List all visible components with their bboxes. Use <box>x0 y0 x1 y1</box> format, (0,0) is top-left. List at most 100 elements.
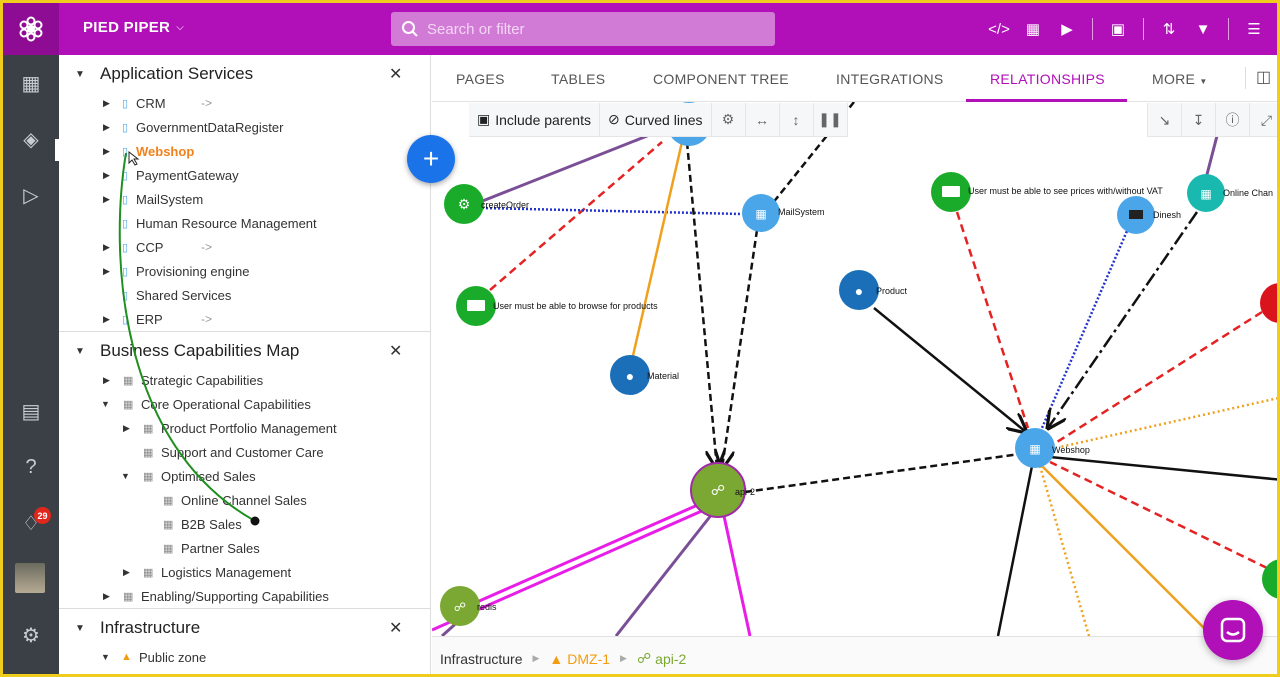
app-icon: ▯ <box>122 121 129 134</box>
edge <box>1038 465 1091 636</box>
node-create-order[interactable]: ⚙ createOrder <box>444 184 529 224</box>
relationship-graph[interactable]: ⚙ createOrder ▦ MailSystem User must be … <box>432 102 1280 636</box>
settings-gear-icon[interactable]: ⚙ <box>22 624 40 647</box>
caret-right-icon[interactable]: ▶ <box>123 422 130 433</box>
chevron-down-icon: ⌵ <box>176 22 185 33</box>
flower-logo-icon <box>19 16 43 42</box>
workspace-selector[interactable]: PIED PIPER ⌵ <box>83 19 184 36</box>
app-icon: ▯ <box>122 241 129 254</box>
caret-right-icon[interactable]: ▶ <box>103 121 110 132</box>
tab-integrations[interactable]: INTEGRATIONS <box>836 71 944 87</box>
section-header-application-services[interactable]: ▼ Application Services ✕ <box>59 57 430 91</box>
section-header-infrastructure[interactable]: ▼ Infrastructure ✕ <box>59 611 430 645</box>
caret-right-icon[interactable]: ▶ <box>103 145 110 156</box>
caret-right-icon[interactable]: ▶ <box>103 265 110 276</box>
caret-right-icon[interactable]: ▶ <box>103 193 110 204</box>
hierarchy-icon[interactable]: ⚙ <box>712 102 746 137</box>
tree-item-label: Public zone <box>139 649 207 665</box>
fullscreen-icon[interactable]: ⤢ <box>1249 103 1277 137</box>
tab-component-tree[interactable]: COMPONENT TREE <box>653 71 789 87</box>
caret-right-icon[interactable]: ▶ <box>103 590 110 601</box>
presentation-icon[interactable]: ▷ <box>23 184 39 207</box>
caret-down-icon[interactable]: ▼ <box>101 399 110 409</box>
expand-horizontal-icon[interactable]: ↔ <box>746 102 780 137</box>
help-icon[interactable]: ? <box>25 455 37 478</box>
app-icon: ▯ <box>122 289 129 302</box>
table-icon[interactable]: ▦ <box>1025 21 1041 38</box>
close-icon[interactable]: ✕ <box>389 343 403 360</box>
node-mail-system[interactable]: ▦ MailSystem <box>742 194 825 232</box>
columns-icon[interactable]: ❚❚ <box>814 102 848 137</box>
app-logo[interactable] <box>3 3 59 55</box>
node-label: Material <box>647 371 679 381</box>
node-api-2[interactable]: ☍ api-2 <box>690 462 755 518</box>
caret-right-icon[interactable]: ▶ <box>103 374 110 385</box>
caret-down-icon[interactable]: ▼ <box>121 471 130 481</box>
caret-right-icon[interactable]: ▶ <box>123 566 130 577</box>
edge <box>873 307 1026 432</box>
caret-right-icon[interactable]: ▶ <box>103 97 110 108</box>
node-product[interactable]: ● Product <box>839 270 908 310</box>
edge <box>1056 310 1263 444</box>
node-user-vat[interactable]: User must be able to see prices with/wit… <box>931 172 1163 212</box>
node-redis[interactable]: ☍ redis <box>440 586 497 626</box>
node-partial-green[interactable] <box>1262 559 1280 599</box>
node-webshop[interactable]: ▦ Webshop <box>1015 428 1090 468</box>
caret-down-icon[interactable]: ▼ <box>101 652 110 662</box>
app-icon: ▯ <box>122 145 129 158</box>
tree-item-label: PaymentGateway <box>136 167 239 183</box>
tree-item-label: GovernmentDataRegister <box>136 119 284 135</box>
section-header-business-capabilities[interactable]: ▼ Business Capabilities Map ✕ <box>59 334 430 368</box>
breadcrumb-infrastructure[interactable]: Infrastructure <box>440 650 523 667</box>
node-user-browse[interactable]: User must be able to browse for products <box>456 286 658 326</box>
present-icon[interactable]: ▶ <box>1061 21 1073 38</box>
add-button[interactable]: + <box>407 135 455 183</box>
node-material[interactable]: ● Material <box>610 355 679 395</box>
node-partial-red[interactable] <box>1260 283 1280 323</box>
expand-vertical-icon[interactable]: ↕ <box>780 102 814 137</box>
layers-icon[interactable]: ◈ <box>23 128 39 151</box>
comment-icon[interactable]: ▤ <box>21 400 41 423</box>
search-bar[interactable] <box>391 12 775 46</box>
caret-down-icon[interactable]: ▼ <box>75 345 85 357</box>
avatar[interactable] <box>15 563 45 593</box>
tab-tables[interactable]: TABLES <box>551 71 606 87</box>
chat-button[interactable] <box>1203 600 1263 660</box>
search-input[interactable] <box>427 20 757 38</box>
caret-down-icon[interactable]: ▼ <box>75 622 85 634</box>
caret-right-icon[interactable]: ▶ <box>103 313 110 324</box>
filter-icon[interactable]: ▼ <box>1195 20 1211 38</box>
tab-more[interactable]: MORE ▼ <box>1152 71 1208 87</box>
caret-down-icon[interactable]: ▼ <box>75 68 85 80</box>
curved-lines-button[interactable]: ⊘ Curved lines <box>600 102 712 137</box>
info-icon[interactable]: ⓘ <box>1215 103 1249 137</box>
tree-item-label: Human Resource Management <box>136 215 317 231</box>
menu-icon[interactable]: ☰ <box>1247 21 1261 38</box>
archive-icon[interactable]: ▣ <box>1110 21 1126 38</box>
link-icon: ☍ <box>636 650 652 666</box>
sort-icon[interactable]: ⇅ <box>1162 21 1176 38</box>
caret-right-icon[interactable]: ▶ <box>103 241 110 252</box>
close-icon[interactable]: ✕ <box>389 620 403 637</box>
include-parents-button[interactable]: ▣ Include parents <box>469 102 600 137</box>
tab-relationships[interactable]: RELATIONSHIPS <box>990 71 1105 87</box>
code-icon[interactable]: </> <box>988 20 1010 38</box>
close-icon[interactable]: ✕ <box>389 66 403 83</box>
dashboard-icon[interactable]: ▦ <box>21 72 41 95</box>
collapse-icon[interactable]: ↘ <box>1147 103 1181 137</box>
divider <box>59 331 430 332</box>
breadcrumb-dmz[interactable]: DMZ-1 <box>567 650 611 667</box>
link-icon: ☍ <box>711 482 725 498</box>
node-online-channel[interactable]: ▦ Online Chan <box>1187 174 1273 212</box>
bell-icon[interactable]: ♢ <box>22 512 40 535</box>
breadcrumb-api[interactable]: api-2 <box>655 650 687 667</box>
tab-pages[interactable]: PAGES <box>456 71 505 87</box>
download-icon[interactable]: ↧ <box>1181 103 1215 137</box>
tree-item-label: B2B Sales <box>181 516 242 532</box>
tree-item-label: Logistics Management <box>161 564 292 580</box>
split-view-icon[interactable]: ◫ <box>1245 67 1271 89</box>
caret-right-icon[interactable]: ▶ <box>103 169 110 180</box>
edge <box>630 141 684 361</box>
user-icon: ● <box>855 283 863 299</box>
node-dinesh[interactable]: Dinesh <box>1117 196 1181 234</box>
